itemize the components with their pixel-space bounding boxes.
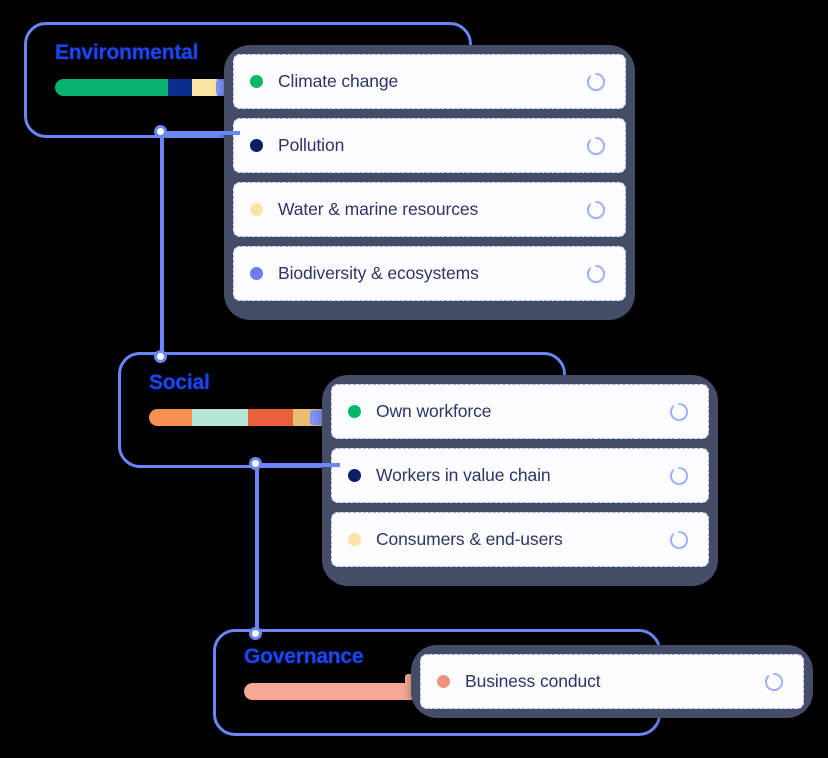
category-label-social: Social bbox=[149, 371, 210, 394]
topic-dot-icon bbox=[250, 203, 263, 216]
connector-environmental-to-social bbox=[160, 131, 164, 356]
category-content-environmental: Environmental bbox=[55, 41, 305, 96]
topic-card-group-environmental: Climate change Pollution Water & marine … bbox=[224, 45, 635, 320]
progress-segment bbox=[247, 409, 293, 426]
loading-spinner-icon bbox=[587, 72, 606, 91]
topic-card-biodiversity-ecosystems[interactable]: Biodiversity & ecosystems bbox=[233, 246, 626, 301]
topic-dot-icon bbox=[250, 267, 263, 280]
category-content-governance: Governance bbox=[244, 645, 494, 700]
topic-card-group-social: Own workforce Workers in value chain Con… bbox=[322, 375, 718, 586]
connector-node-social-bottom bbox=[249, 457, 262, 470]
connector-node-social-top bbox=[154, 350, 167, 363]
progress-segment bbox=[191, 79, 217, 96]
topic-dot-icon bbox=[348, 533, 361, 546]
loading-spinner-icon bbox=[587, 200, 606, 219]
topic-label: Climate change bbox=[278, 71, 399, 91]
topic-label: Pollution bbox=[278, 135, 345, 155]
loading-spinner-icon bbox=[765, 672, 784, 691]
progress-segment bbox=[55, 79, 169, 96]
connector-node-governance bbox=[249, 627, 262, 640]
topic-card-business-conduct[interactable]: Business conduct bbox=[420, 654, 804, 709]
topic-card-pollution[interactable]: Pollution bbox=[233, 118, 626, 173]
loading-spinner-icon bbox=[670, 530, 689, 549]
progress-segment bbox=[244, 683, 424, 700]
topic-label: Water & marine resources bbox=[278, 199, 479, 219]
topic-card-group-governance: Business conduct bbox=[411, 645, 813, 718]
loading-spinner-icon bbox=[670, 402, 689, 421]
category-label-governance: Governance bbox=[244, 645, 364, 668]
loading-spinner-icon bbox=[587, 264, 606, 283]
progress-segment bbox=[168, 79, 192, 96]
connector-node-environmental bbox=[154, 125, 167, 138]
connector-environmental-stub bbox=[160, 131, 240, 135]
progress-segment bbox=[192, 409, 248, 426]
topic-dot-icon bbox=[348, 469, 361, 482]
connector-social-to-governance bbox=[255, 463, 259, 633]
topic-card-water-marine-resources[interactable]: Water & marine resources bbox=[233, 182, 626, 237]
topic-dot-icon bbox=[437, 675, 450, 688]
loading-spinner-icon bbox=[670, 466, 689, 485]
loading-spinner-icon bbox=[587, 136, 606, 155]
topic-label: Business conduct bbox=[465, 671, 601, 691]
topic-dot-icon bbox=[348, 405, 361, 418]
topic-label: Own workforce bbox=[376, 401, 492, 421]
topic-dot-icon bbox=[250, 139, 263, 152]
topic-card-consumers-end-users[interactable]: Consumers & end-users bbox=[331, 512, 709, 567]
topic-label: Consumers & end-users bbox=[376, 529, 563, 549]
topic-dot-icon bbox=[250, 75, 263, 88]
connector-social-stub bbox=[255, 463, 340, 467]
progress-bar-governance bbox=[244, 683, 424, 700]
topic-card-own-workforce[interactable]: Own workforce bbox=[331, 384, 709, 439]
topic-label: Biodiversity & ecosystems bbox=[278, 263, 479, 283]
topic-label: Workers in value chain bbox=[376, 465, 551, 485]
topic-card-climate-change[interactable]: Climate change bbox=[233, 54, 626, 109]
category-label-environmental: Environmental bbox=[55, 41, 199, 64]
progress-segment bbox=[149, 409, 193, 426]
topic-card-workers-in-value-chain[interactable]: Workers in value chain bbox=[331, 448, 709, 503]
